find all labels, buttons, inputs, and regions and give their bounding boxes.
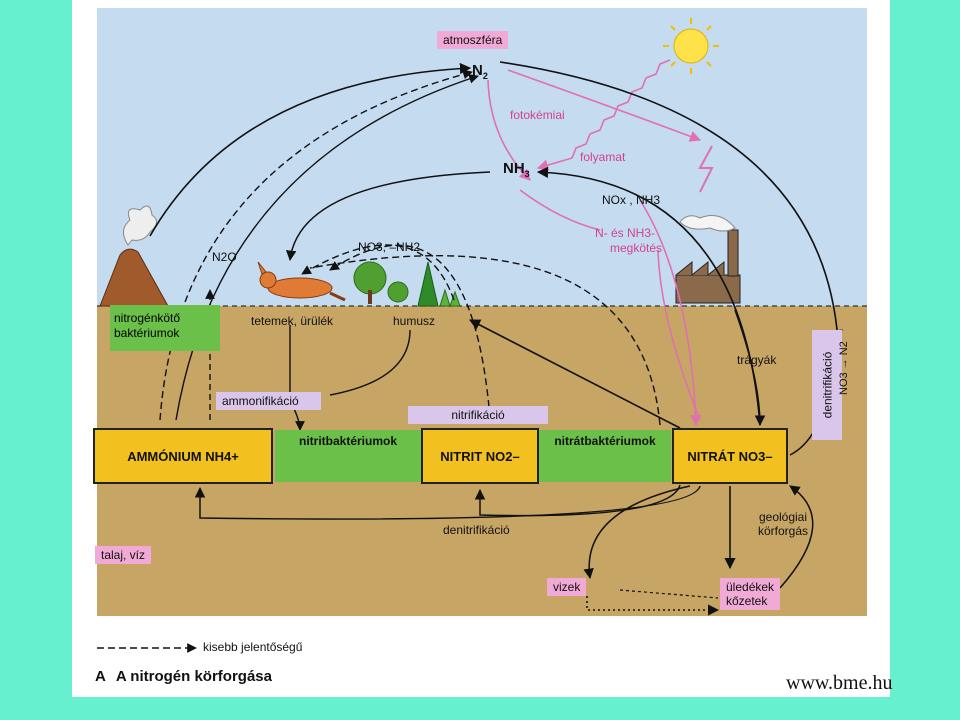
folyamat-label: folyamat — [580, 150, 626, 164]
nitrate-bacteria-band: nitrátbaktériumok — [539, 430, 671, 482]
nitrogen-fixing-bacteria-box: nitrogénkötő baktériumok — [110, 305, 220, 351]
denitrification-vertical-tag: denitrifikáció — [812, 330, 842, 440]
humusz-label: humusz — [393, 314, 436, 328]
n2-label: N2 — [472, 62, 488, 81]
sun-icon — [663, 18, 719, 74]
atmosphere-tag: atmoszféra — [437, 31, 509, 49]
photochemical-arrow — [536, 59, 671, 171]
n-es-label: N- és NH3- — [595, 226, 656, 240]
nitrite-bacteria-band: nitritbaktériumok — [275, 430, 421, 482]
sky-area — [97, 8, 867, 306]
nitrite-box: NITRIT NO2– — [421, 428, 539, 484]
fotokemiai-label: fotokémiai — [510, 108, 565, 122]
nh3-label: NH3 — [503, 160, 530, 179]
legend-label: kisebb jelentőségű — [203, 640, 303, 654]
soil-water-tag: talaj, víz — [95, 546, 152, 564]
megkotes-label: megkötés — [610, 241, 663, 255]
denitrification-to-n2-arrow — [499, 61, 843, 342]
ammonification-tag: ammonifikáció — [216, 392, 321, 410]
tragyak-label: trágyák — [737, 353, 777, 367]
tetemek-label: tetemek, ürülék — [251, 314, 334, 328]
watermark: www.bme.hu — [786, 672, 893, 694]
factory-icon — [675, 215, 741, 304]
plants-icon — [353, 261, 461, 308]
no3-nh2-label: NO3, –NH2 — [358, 240, 421, 254]
nox-nh3-label: NOx , NH3 — [602, 193, 661, 207]
waters-tag: vizek — [547, 578, 587, 596]
nitrate-box: NITRÁT NO3– — [672, 428, 788, 484]
volcano-to-n2-arrow — [149, 62, 472, 237]
volcano-icon — [99, 205, 169, 307]
no3-to-n2-label: NO3 → N2 — [838, 341, 850, 395]
ammonium-box: AMMÓNIUM NH4+ — [93, 428, 273, 484]
denitrification-label: denitrifikáció — [443, 523, 510, 537]
n2o-label: N2O — [212, 250, 237, 264]
lightning-icon — [698, 145, 714, 193]
nitrification-tag: nitrifikáció — [408, 406, 548, 424]
rabbit-icon — [257, 261, 346, 302]
